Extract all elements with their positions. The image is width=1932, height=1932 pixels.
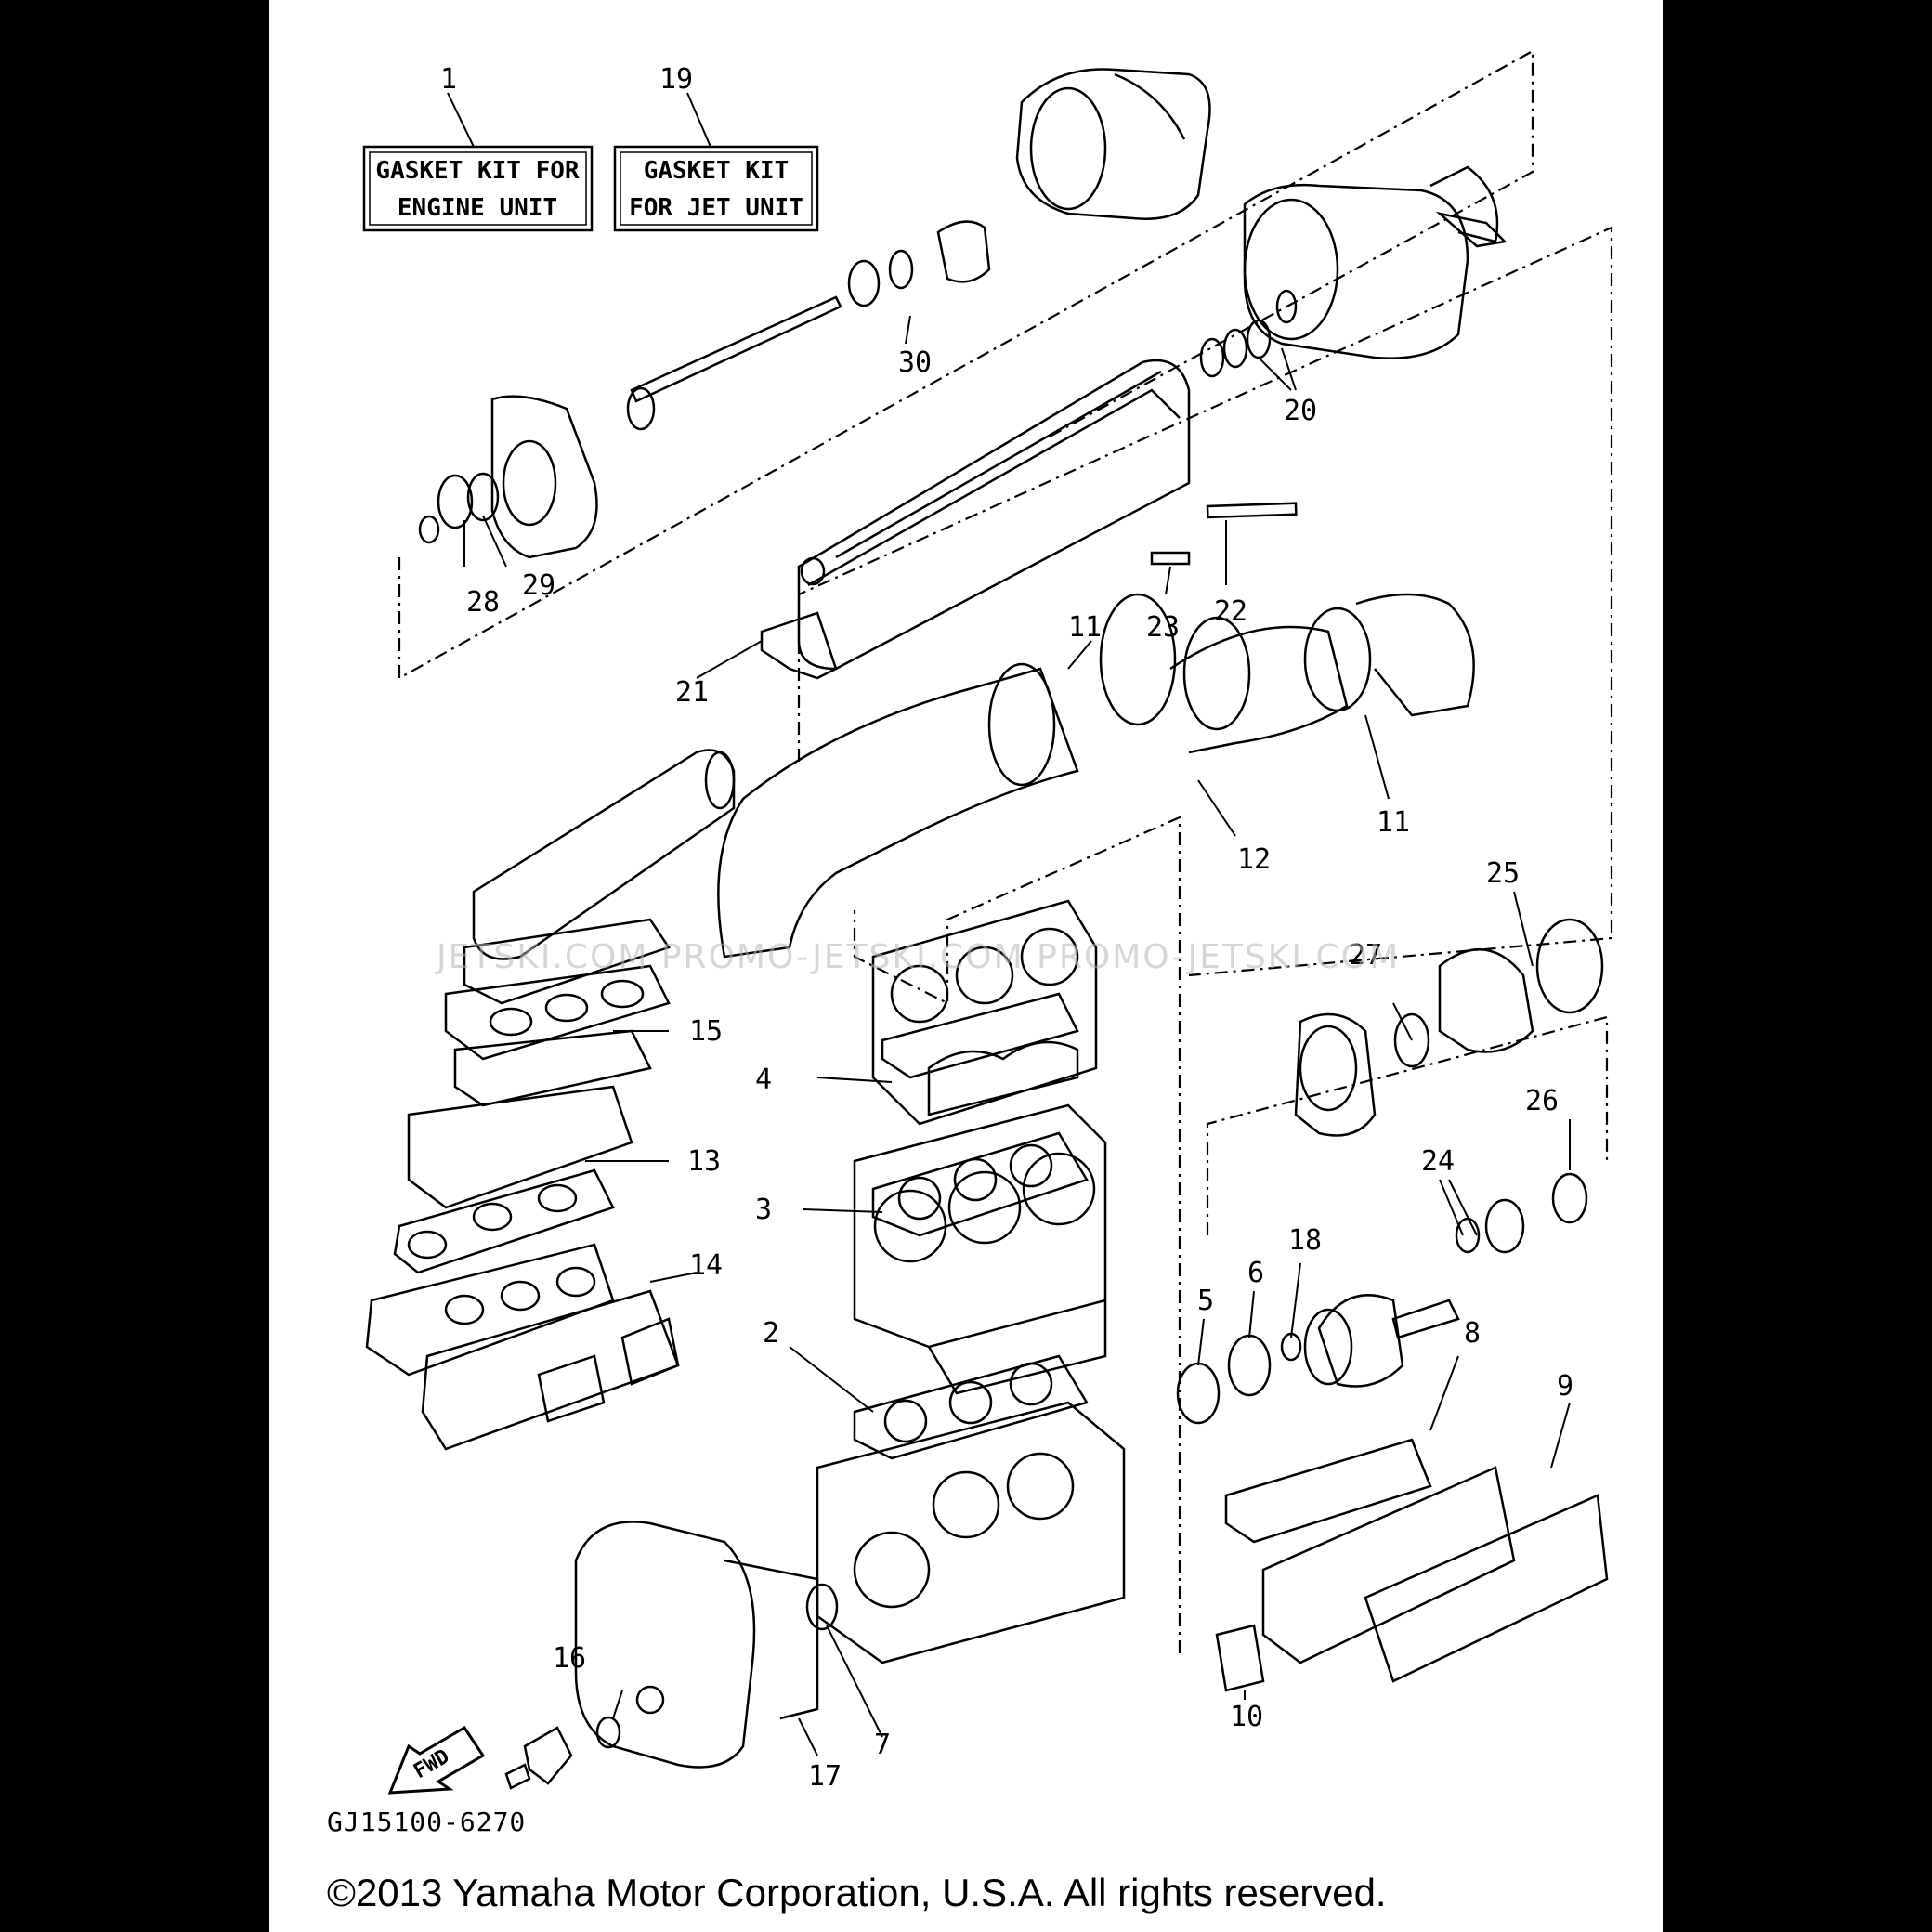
copyright-notice: ©2013 Yamaha Motor Corporation, U.S.A. A…	[327, 1871, 1387, 1914]
jet-tunnel	[797, 359, 1298, 671]
callout-13: 13	[687, 1145, 721, 1178]
callout-19: 19	[659, 63, 693, 96]
callout-30: 30	[898, 346, 932, 379]
exploded-parts-diagram: GASKET KIT FOR ENGINE UNIT GASKET KIT FO…	[362, 49, 1613, 1795]
jet-panel-outline	[398, 49, 1534, 680]
diagram-sheet: GASKET KIT FOR ENGINE UNIT GASKET KIT FO…	[269, 0, 1663, 1932]
callout-15: 15	[689, 1015, 723, 1048]
callout-29: 29	[522, 569, 555, 602]
callout-8: 8	[1464, 1317, 1481, 1350]
callout-1: 1	[440, 63, 457, 96]
callout-23: 23	[1146, 611, 1180, 644]
callout-26: 26	[1525, 1085, 1559, 1117]
exhaust-manifold-gaskets	[393, 918, 671, 1274]
seal-set-20	[1199, 289, 1298, 391]
callout-numbers: 1 19 30 20 28 29 23 22 21 11 11 12 25 27…	[440, 63, 1573, 1793]
jet-pump-housing	[1015, 68, 1211, 220]
kit-jet-line1: GASKET KIT	[644, 157, 790, 185]
exhaust-pipe-assembly	[717, 593, 1475, 959]
muffler	[472, 749, 736, 960]
callout-10: 10	[1230, 1701, 1263, 1733]
kit-engine-line2: ENGINE UNIT	[398, 194, 557, 222]
callout-28: 28	[466, 586, 500, 619]
catalog-number: GJ15100-6270	[327, 1807, 527, 1837]
callout-20: 20	[1284, 395, 1317, 427]
callout-11-top: 11	[1068, 611, 1102, 644]
leader-lines	[463, 315, 1571, 1756]
seal-16	[504, 1716, 621, 1790]
callout-11-right: 11	[1377, 806, 1410, 839]
impeller-panel-outline	[1206, 1015, 1609, 1235]
gasket-21	[760, 611, 838, 680]
callout-16: 16	[553, 1642, 586, 1675]
callout-12: 12	[1237, 843, 1271, 876]
fwd-arrow: FWD	[387, 1725, 486, 1795]
callout-7: 7	[874, 1729, 891, 1761]
callout-6: 6	[1247, 1257, 1264, 1289]
intermediate-housing	[418, 395, 598, 559]
jet-panel-outline-2	[797, 226, 1613, 977]
watermark: JETSKI.COM PROMO-JETSKI.COM PROMO-JETSKI…	[437, 938, 1401, 976]
callout-21: 21	[675, 676, 709, 709]
callout-18: 18	[1288, 1224, 1322, 1257]
exhaust-manifold-right	[1215, 1438, 1609, 1692]
coupling-housing	[1294, 918, 1604, 1137]
impeller-shaft	[1303, 1172, 1588, 1388]
cylinder-block	[853, 1103, 1107, 1395]
kit-box-engine: GASKET KIT FOR ENGINE UNIT	[362, 92, 594, 232]
callout-14: 14	[689, 1249, 723, 1282]
callout-24: 24	[1421, 1145, 1455, 1178]
callout-4: 4	[755, 1064, 772, 1096]
callout-5: 5	[1197, 1285, 1214, 1317]
callout-3: 3	[755, 1194, 772, 1226]
gasket-2	[853, 1354, 1089, 1460]
intake-manifold	[365, 1243, 680, 1451]
callout-9: 9	[1557, 1370, 1573, 1403]
cylinder-head	[871, 899, 1098, 1126]
callout-27: 27	[1349, 939, 1382, 972]
impeller-housing	[1243, 165, 1508, 359]
kit-engine-line1: GASKET KIT FOR	[375, 157, 579, 185]
kit-box-jet: GASKET KIT FOR JET UNIT	[613, 92, 819, 232]
callout-17: 17	[808, 1760, 842, 1793]
callout-2: 2	[763, 1317, 779, 1350]
kit-jet-line2: FOR JET UNIT	[629, 194, 803, 222]
engine-panel-outline	[853, 816, 1181, 1653]
callout-22: 22	[1214, 595, 1247, 628]
gasket-4	[881, 992, 1079, 1079]
crankcase	[816, 1401, 1126, 1664]
callout-25: 25	[1486, 857, 1520, 890]
flywheel-cover	[574, 1521, 839, 1769]
drive-shaft	[626, 220, 991, 431]
seals-5-6-18	[1176, 1332, 1302, 1425]
